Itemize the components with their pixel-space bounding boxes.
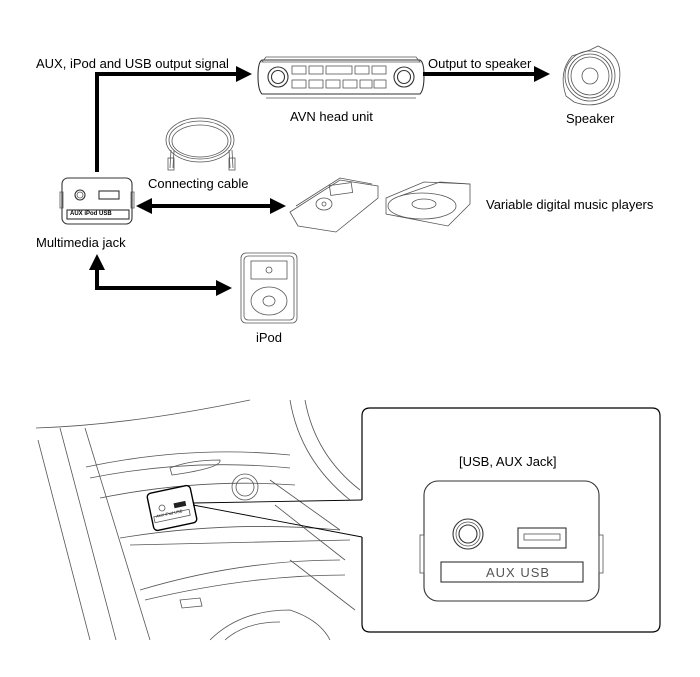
label-multimedia-jack: Multimedia jack <box>36 235 126 250</box>
center-console-drawing <box>35 399 361 641</box>
label-ipod: iPod <box>256 330 283 345</box>
arrow-jack-to-players <box>136 198 286 214</box>
label-head-unit: AVN head unit <box>290 109 373 124</box>
label-output-signal: AUX, iPod and USB output signal <box>36 56 229 71</box>
label-detail-title: [USB, AUX Jack] <box>459 454 557 469</box>
jack-detail-label: AUX USB <box>486 565 551 580</box>
console-jack-icon <box>146 484 198 532</box>
label-digital-players: Variable digital music players <box>486 197 654 212</box>
cd-player-icon <box>385 181 471 227</box>
jack-small-label: AUX iPod USB <box>70 211 112 217</box>
callout-lines <box>192 499 363 538</box>
label-output-to-speaker: Output to speaker <box>428 56 532 71</box>
connecting-cable-icon <box>165 117 236 171</box>
arrow-jack-to-ipod <box>89 254 232 296</box>
arrow-jack-to-head-unit <box>95 66 252 172</box>
label-speaker: Speaker <box>566 111 615 126</box>
detail-jack-icon <box>419 480 604 602</box>
label-connecting-cable: Connecting cable <box>148 176 249 191</box>
ipod-icon <box>240 252 298 324</box>
avn-head-unit-icon <box>257 56 425 99</box>
multimedia-jack-icon <box>59 177 135 225</box>
speaker-icon <box>562 45 621 106</box>
digital-player-icon <box>289 177 379 233</box>
arrow-head-unit-to-speaker <box>423 66 550 82</box>
detail-callout-box <box>361 407 661 633</box>
